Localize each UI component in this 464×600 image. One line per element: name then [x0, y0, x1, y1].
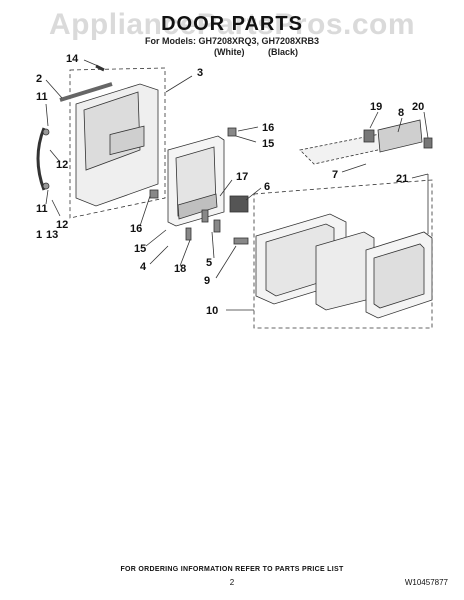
callout-15-left: 15	[134, 243, 146, 255]
inner-glass	[315, 231, 375, 311]
callout-9: 9	[204, 275, 210, 287]
page-title: DOOR PARTS	[161, 13, 303, 35]
callout-11-upper: 11	[36, 91, 48, 103]
callout-18: 18	[174, 263, 186, 275]
callout-17: 17	[236, 171, 248, 183]
callout-12-upper: 12	[56, 159, 68, 171]
ordering-note: FOR ORDERING INFORMATION REFER TO PARTS …	[120, 566, 344, 573]
door-handle	[36, 127, 46, 191]
vent-trim	[377, 119, 423, 153]
outer-door-dashed-box	[69, 67, 166, 219]
callout-2: 2	[36, 73, 42, 85]
callout-10: 10	[206, 305, 218, 317]
callout-16-left: 16	[130, 223, 142, 235]
color-label-white: (White)	[214, 47, 245, 57]
callout-3: 3	[197, 67, 203, 79]
page-number: 2	[229, 578, 235, 587]
callout-16-right: 16	[262, 122, 274, 134]
handle-trim	[59, 82, 113, 102]
callout-5: 5	[206, 257, 212, 269]
inner-door-dashed-box	[253, 179, 433, 329]
callout-4: 4	[140, 261, 147, 273]
callout-15-right: 15	[262, 138, 274, 150]
callout-12-lower: 12	[56, 219, 68, 231]
callout-13: 13	[46, 229, 58, 241]
callout-20: 20	[412, 101, 424, 113]
callout-11-lower: 11	[36, 203, 48, 215]
callout-19: 19	[370, 101, 382, 113]
callout-6: 6	[264, 181, 270, 193]
callout-8: 8	[398, 107, 404, 119]
callout-14: 14	[66, 53, 79, 65]
callout-21: 21	[396, 173, 408, 185]
callout-7: 7	[332, 169, 338, 181]
callout-1: 1	[36, 229, 42, 241]
document-number: W10457877	[404, 578, 448, 587]
model-subtitle: For Models: GH7208XRQ3, GH7208XRB3	[144, 36, 320, 46]
color-label-black: (Black)	[268, 47, 299, 57]
